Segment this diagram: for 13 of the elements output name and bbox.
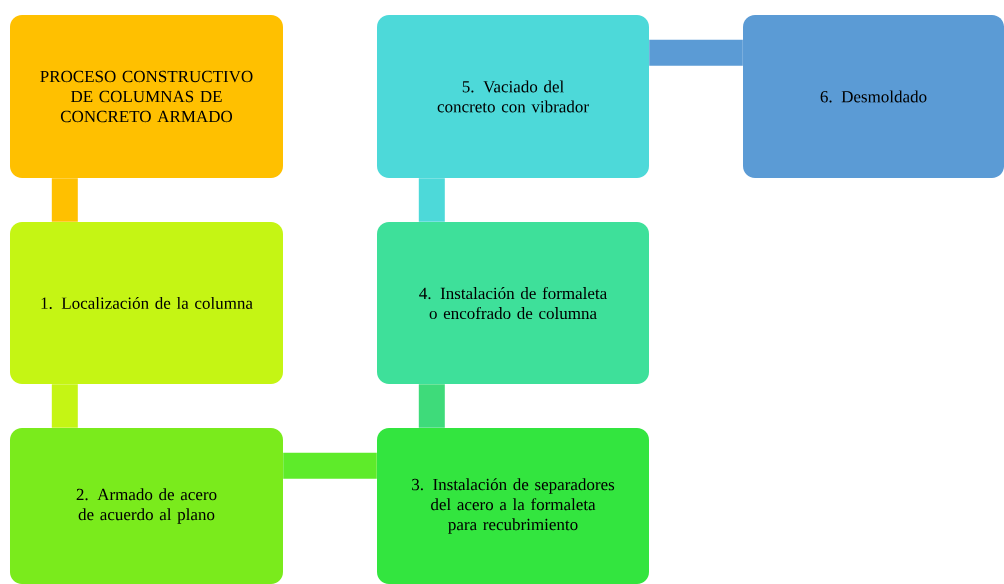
process-box: 1. Localización de la columna	[10, 222, 283, 384]
connector-bar	[418, 384, 445, 428]
process-box: 2. Armado de acero de acuerdo al plano	[10, 428, 283, 584]
process-box: 5. Vaciado del concreto con vibrador	[377, 15, 649, 178]
process-box: 6. Desmoldado	[743, 15, 1004, 178]
connector-bar	[283, 452, 377, 479]
connector-bar	[418, 178, 445, 222]
process-box: PROCESO CONSTRUCTIVO DE COLUMNAS DE CONCRETO ARMADO	[10, 15, 283, 178]
process-box: 4. Instalación de formaleta o encofrado de columna	[377, 222, 649, 384]
connector-bar	[51, 384, 78, 428]
connector-bar	[51, 178, 78, 222]
process-box: 3. Instalación de separadores del acero a la formaleta para recubrimiento	[377, 428, 649, 584]
connector-bar	[649, 39, 743, 66]
